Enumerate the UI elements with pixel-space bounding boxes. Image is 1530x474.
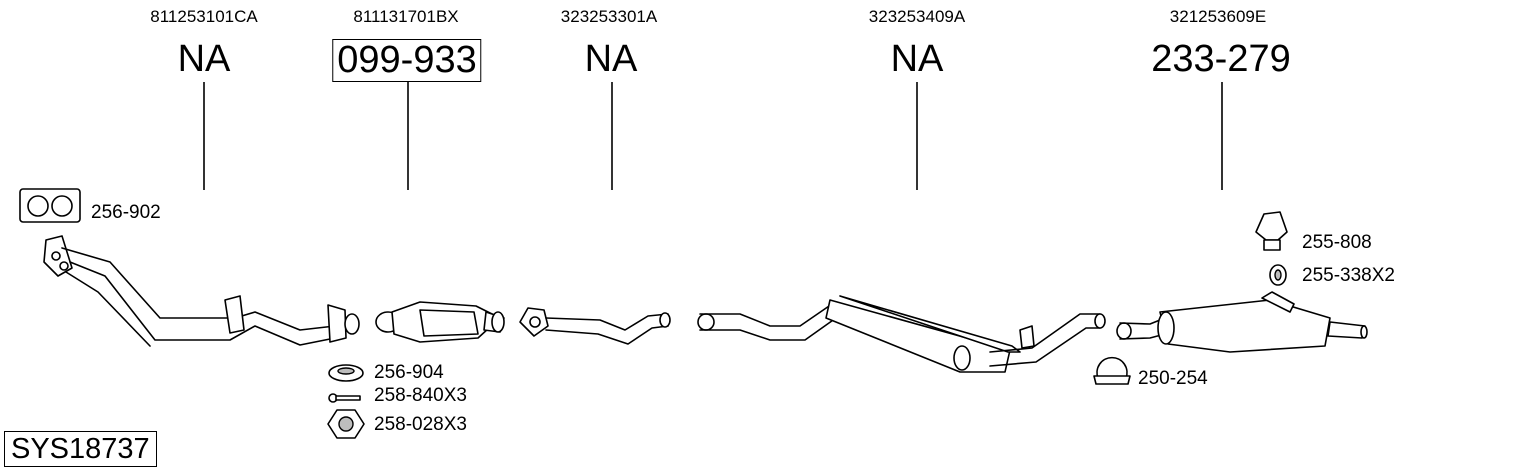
part-number-2[interactable]: 099-933: [332, 39, 482, 82]
part-number-1: NA: [177, 38, 231, 80]
gasket-label: 256-902: [91, 202, 161, 223]
ring-icon: [328, 364, 364, 382]
part-number-4: NA: [890, 38, 944, 80]
oem-number-5: 321253609E: [1169, 7, 1267, 26]
oem-number-4: 323253409A: [868, 7, 966, 26]
bolt-icon: [328, 393, 361, 403]
oem-number-1: 811253101CA: [150, 7, 258, 26]
nut-icon: [327, 409, 365, 439]
front-pipe-part: [43, 235, 360, 347]
oem-number-3: 323253301A: [560, 7, 658, 26]
nut-label: 258-028X3: [374, 414, 467, 435]
ring-label: 256-904: [374, 362, 444, 383]
part-number-5: 233-279: [1151, 38, 1291, 80]
rubber-ring-label: 255-338X2: [1302, 265, 1395, 286]
clamp-label: 250-254: [1138, 368, 1208, 389]
rear-muffler-part: [1116, 291, 1368, 353]
clamp-icon: [1093, 356, 1131, 385]
system-id-badge: SYS18737: [4, 431, 157, 467]
center-muffler-part: [697, 295, 1106, 373]
gasket-icon: [19, 188, 81, 223]
hanger-label: 255-808: [1302, 232, 1372, 253]
oem-number-2: 811131701BX: [353, 7, 459, 26]
bolt-label: 258-840X3: [374, 385, 467, 406]
rubber-ring-icon: [1269, 264, 1287, 286]
catalytic-converter-part: [375, 301, 505, 343]
hanger-icon: [1255, 211, 1288, 251]
intermediate-pipe-part: [519, 307, 671, 345]
part-number-3: NA: [584, 38, 638, 80]
